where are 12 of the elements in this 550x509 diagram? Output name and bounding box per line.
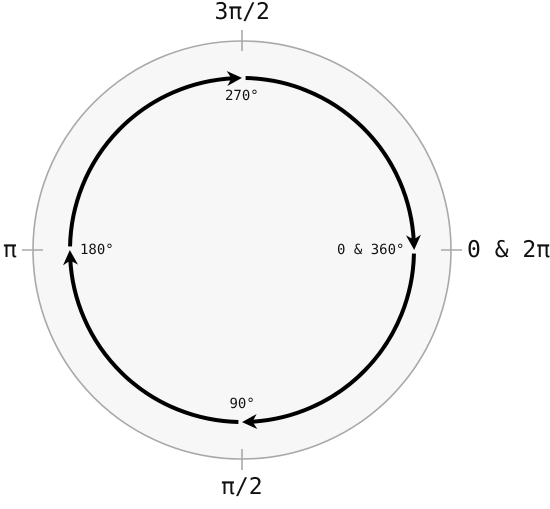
curved-arrow — [242, 253, 416, 428]
curved-arrow — [245, 76, 420, 250]
angle-label: 180° — [80, 242, 114, 258]
angle-label: 0 & 360° — [337, 242, 404, 258]
curved-arrow — [64, 250, 239, 424]
angle-label: 270° — [225, 88, 259, 104]
radian-label: π/2 — [221, 475, 263, 500]
radian-label: 3π/2 — [214, 0, 270, 26]
curved-arrow — [68, 72, 242, 247]
radian-label: 0 & 2π — [467, 238, 550, 263]
radian-label: π — [3, 238, 17, 263]
angle-label: 90° — [230, 396, 255, 412]
